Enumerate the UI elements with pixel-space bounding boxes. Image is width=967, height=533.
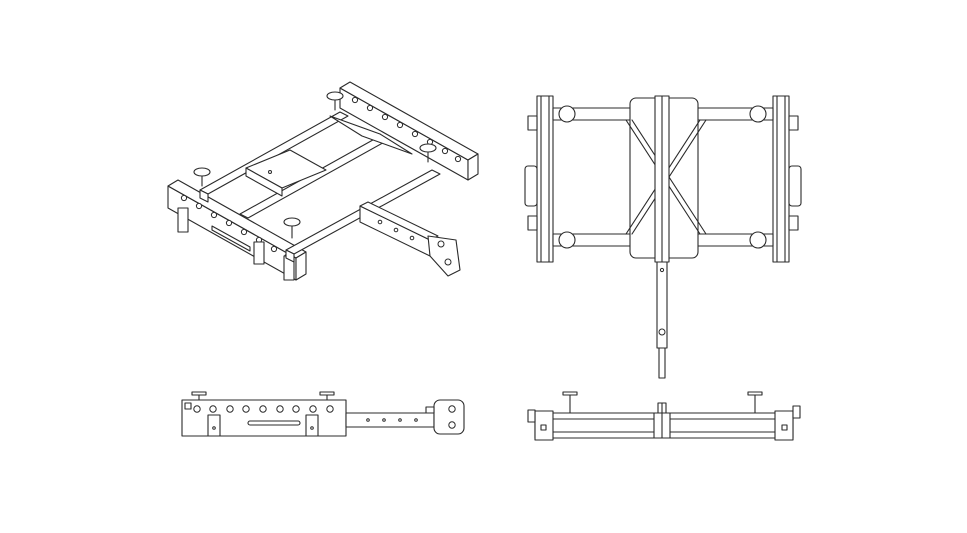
- front-view-knobs: [562, 391, 763, 414]
- front-view-center-block: [653, 402, 671, 439]
- isometric-view: [167, 81, 479, 281]
- iso-extension-arm: [359, 201, 461, 277]
- top-view-knobs: [558, 105, 767, 249]
- iso-rear-rail: [339, 81, 479, 181]
- top-view-extension-pin: [656, 261, 668, 379]
- iso-adjuster-knobs: [193, 91, 437, 239]
- top-view-right-rail: [772, 95, 802, 263]
- side-view: [181, 391, 465, 437]
- iso-center-plate: [245, 115, 413, 197]
- top-view-left-rail: [524, 95, 554, 263]
- side-view-main-rail: [181, 399, 347, 437]
- side-view-knobs: [191, 391, 335, 401]
- side-view-extension-arm: [345, 399, 465, 435]
- front-view: [527, 391, 801, 441]
- top-view: [524, 95, 802, 379]
